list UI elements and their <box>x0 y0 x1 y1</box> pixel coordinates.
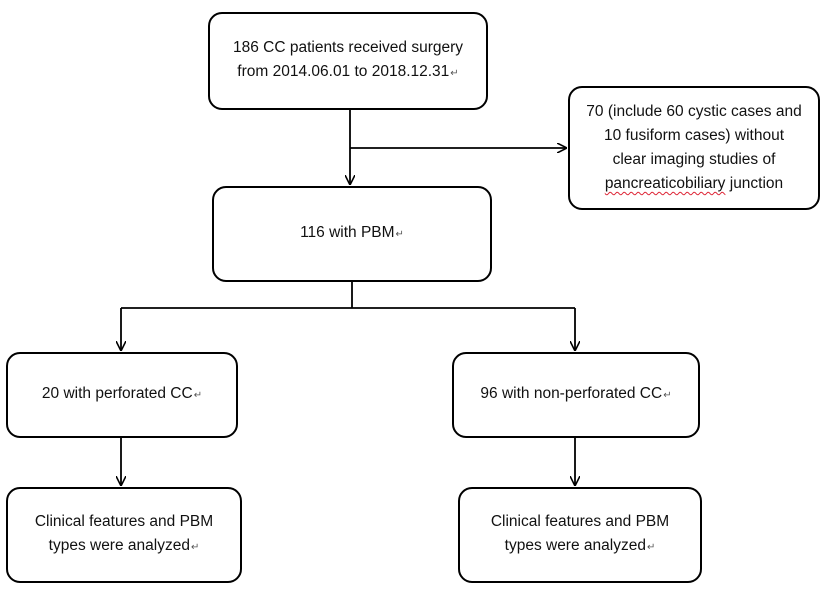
node-nonperforated-label: 96 with non-perforated CC <box>480 385 663 402</box>
node-perforated: 20 with perforated CC↵ <box>6 352 238 438</box>
node-analysis-left: Clinical features and PBM types were ana… <box>6 487 242 583</box>
node-surgery-line-2: from 2014.06.01 to 2018.12.31 <box>237 63 450 80</box>
node-pbm-label: 116 with PBM <box>300 224 395 241</box>
return-mark-icon: ↵ <box>450 68 459 79</box>
node-perforated-label: 20 with perforated CC <box>41 385 193 402</box>
return-mark-icon: ↵ <box>663 390 672 401</box>
node-excluded: 70 (include 60 cystic cases and 10 fusif… <box>568 86 820 210</box>
node-analysis-left-line-2: types were analyzed <box>48 537 190 554</box>
node-excluded-line-3: clear imaging studies of <box>612 151 776 168</box>
node-analysis-right-line-1: Clinical features and PBM <box>490 513 670 530</box>
return-mark-icon: ↵ <box>646 542 656 553</box>
node-analysis-right: Clinical features and PBM types were ana… <box>458 487 702 583</box>
node-surgery: 186 CC patients received surgery from 20… <box>208 12 488 110</box>
node-pbm: 116 with PBM↵ <box>212 186 492 282</box>
node-analysis-right-line-2: types were analyzed <box>504 537 646 554</box>
node-nonperforated: 96 with non-perforated CC↵ <box>452 352 700 438</box>
node-excluded-line-4-rest: junction <box>725 175 784 192</box>
node-excluded-line-1: 70 (include 60 cystic cases and <box>586 103 802 120</box>
spellcheck-underlined-word: pancreaticobiliary <box>604 175 726 192</box>
return-mark-icon: ↵ <box>395 229 404 240</box>
return-mark-icon: ↵ <box>193 390 203 401</box>
node-surgery-line-1: 186 CC patients received surgery <box>232 39 464 56</box>
return-mark-icon: ↵ <box>190 542 200 553</box>
node-excluded-line-2: 10 fusiform cases) without <box>603 127 785 144</box>
node-analysis-left-line-1: Clinical features and PBM <box>34 513 214 530</box>
